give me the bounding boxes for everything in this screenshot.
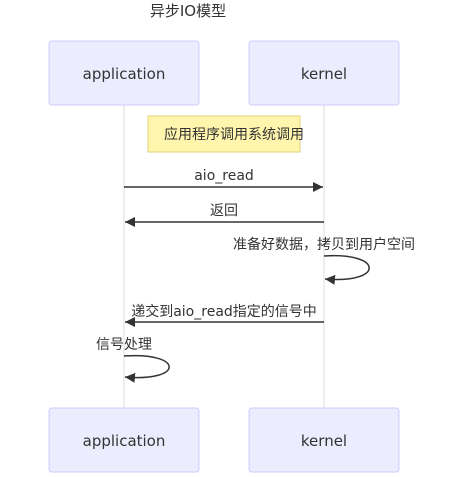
- actor-application-label: application: [83, 65, 166, 83]
- diagram-title: 异步IO模型: [150, 2, 226, 20]
- actor-kernel-label: kernel: [301, 432, 347, 450]
- actor-application-top: application: [48, 40, 200, 106]
- actor-application-label: application: [83, 432, 166, 450]
- message-arrow-copy-data: [323, 254, 370, 285]
- actor-application-bottom: application: [48, 407, 200, 473]
- message-label-signal-handling: 信号处理: [96, 337, 152, 353]
- message-label-return: 返回: [210, 203, 238, 219]
- note-text: 应用程序调用系统调用: [164, 126, 304, 143]
- message-label-copy-data: 准备好数据，拷贝到用户空间: [233, 236, 415, 253]
- message-label-aio-read: aio_read: [194, 168, 254, 184]
- actor-kernel-label: kernel: [301, 65, 347, 83]
- message-arrow-signal-handling: [123, 354, 170, 383]
- actor-kernel-top: kernel: [248, 40, 400, 106]
- note-box: 应用程序调用系统调用: [147, 115, 304, 153]
- actor-kernel-bottom: kernel: [248, 407, 400, 473]
- message-label-deliver-signal: 递交到aio_read指定的信号中: [131, 303, 317, 320]
